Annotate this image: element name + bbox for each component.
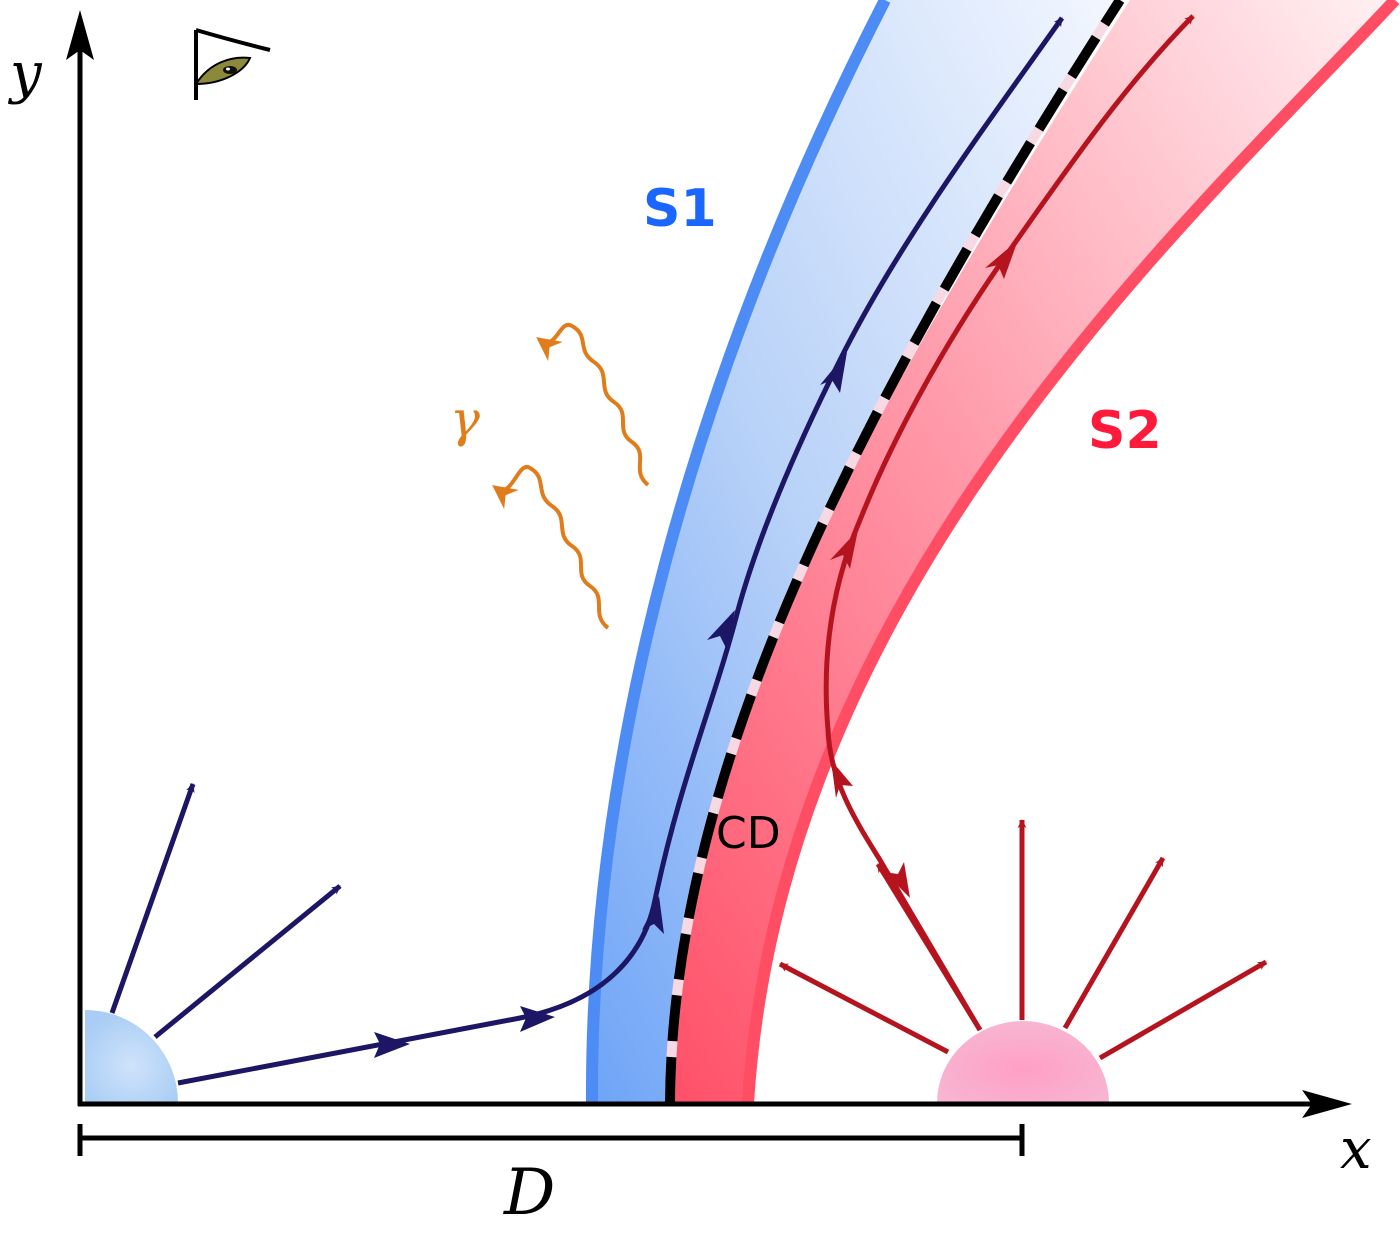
- shock1-region: [591, 0, 1120, 1103]
- x-axis-arrowhead: [1302, 1090, 1352, 1118]
- star2-streamline-inner: [823, 14, 1195, 1032]
- shock2-label: S2: [1088, 401, 1162, 461]
- x-axis-label: x: [1340, 1117, 1372, 1182]
- flow-arrowhead: [985, 240, 1018, 279]
- flow-arrowhead: [831, 760, 853, 798]
- flow-arrowhead: [830, 530, 858, 569]
- star2-wind-arrow: [778, 961, 950, 1055]
- star1-wind: [109, 16, 1065, 1086]
- axes: [77, 40, 1320, 1107]
- star1-wind-arrow: [109, 783, 196, 1014]
- flow-arrowhead: [520, 1006, 555, 1032]
- star2-flow-arrows: [830, 240, 1018, 898]
- shock1-front: [585, 0, 891, 1104]
- flow-arrowhead: [642, 896, 664, 934]
- eye-icon: [194, 28, 271, 100]
- flow-arrowhead: [884, 862, 910, 898]
- star2-wind: [778, 14, 1268, 1061]
- star2: [937, 1021, 1109, 1103]
- flow-arrowhead: [707, 610, 735, 650]
- distance-label: D: [503, 1156, 555, 1230]
- shock1-label: S1: [643, 179, 717, 239]
- star1-streamline-inner: [177, 16, 1065, 1086]
- star2-wind-arrow: [1098, 959, 1268, 1061]
- shock2-front: [742, 0, 1400, 1104]
- contact-discontinuity-dashes: [665, 0, 1125, 1104]
- y-axis-label: y: [7, 41, 43, 106]
- y-axis-arrowhead: [66, 10, 94, 60]
- photon-wavy-arrow: [536, 322, 650, 487]
- star2-wind-arrow: [1062, 856, 1166, 1030]
- star1-wind-arrow: [153, 884, 342, 1039]
- photon-wavy-arrow: [492, 464, 610, 630]
- gamma-label: γ: [450, 390, 480, 448]
- star1-flow-arrows: [374, 352, 847, 1058]
- distance-bar: [77, 1124, 1025, 1156]
- contact-discontinuity-label: CD: [716, 808, 781, 859]
- flow-arrowhead: [820, 352, 847, 393]
- gamma-photons: [492, 322, 650, 630]
- star1: [85, 1010, 178, 1103]
- flow-arrowhead: [374, 1032, 410, 1058]
